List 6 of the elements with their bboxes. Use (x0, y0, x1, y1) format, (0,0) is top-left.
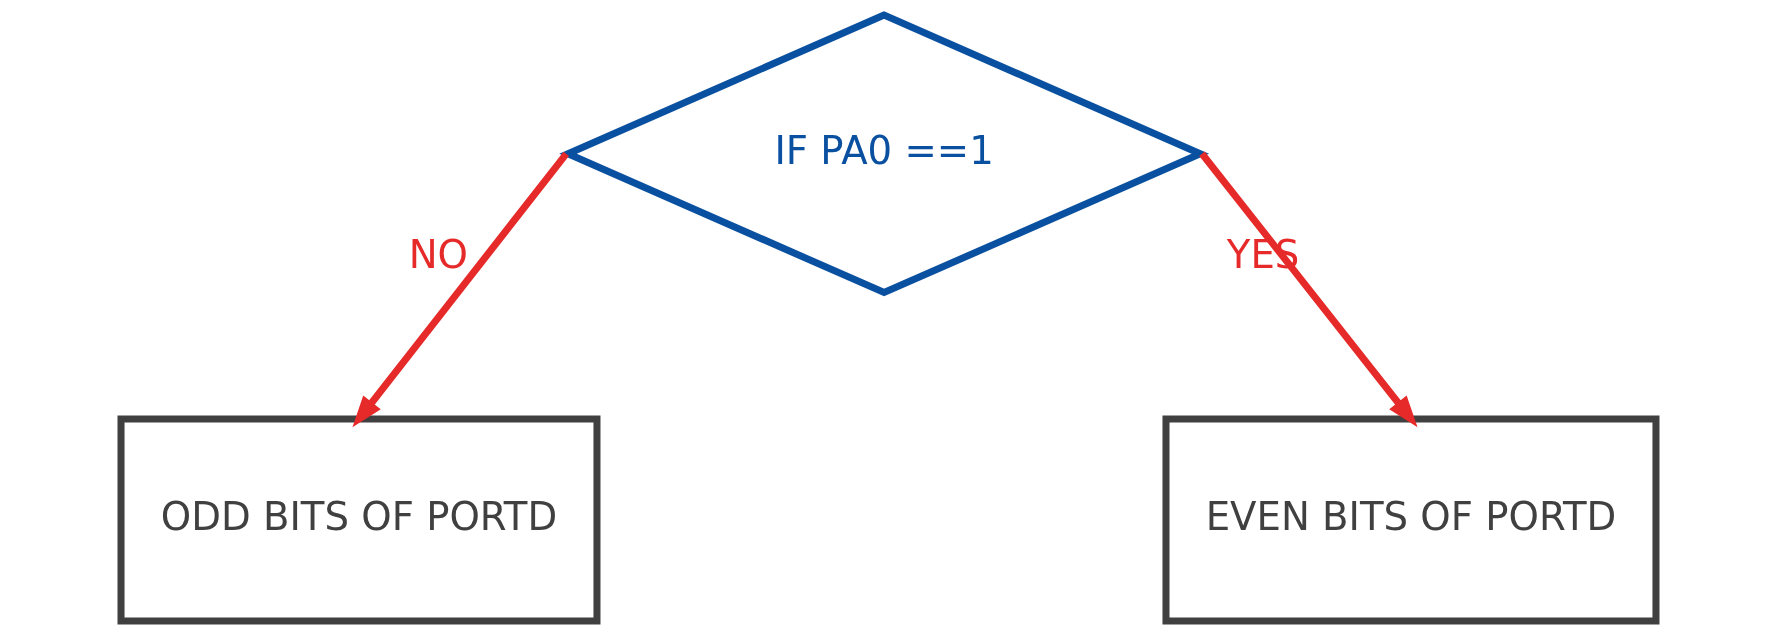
node-diamond: IF PA0 ==1 (559, 11, 1209, 297)
node-box: ODD BITS OF PORTD (117, 415, 601, 625)
arrow (352, 151, 569, 428)
node-box: EVEN BITS OF PORTD (1162, 415, 1660, 625)
edge-label: NO (408, 232, 468, 278)
arrow (1199, 151, 1418, 428)
